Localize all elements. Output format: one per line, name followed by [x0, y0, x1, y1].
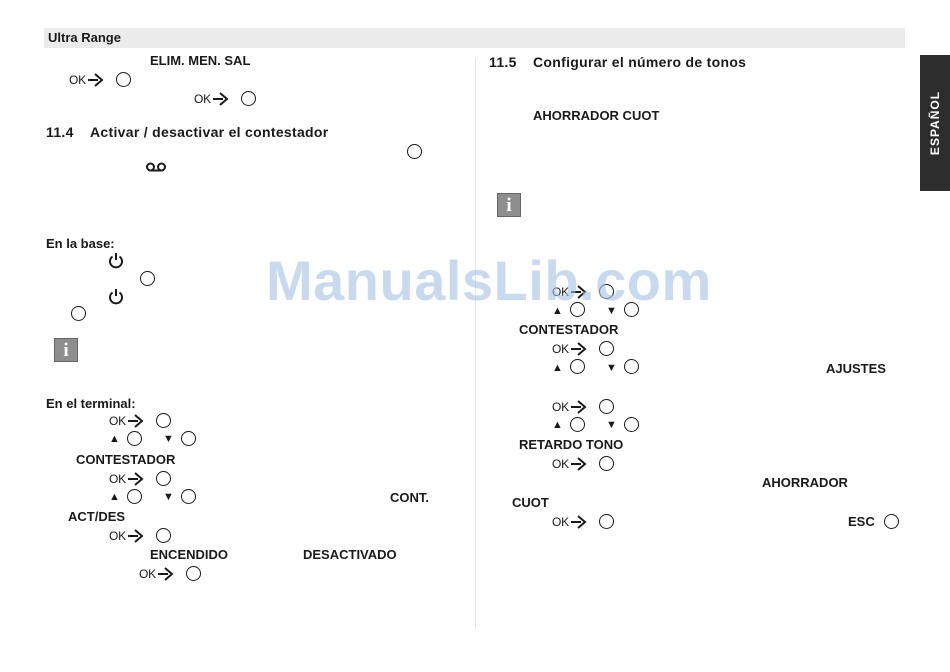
- ok-arrow-icon: [127, 414, 144, 428]
- down-triangle-icon: ▼: [606, 419, 617, 431]
- down-triangle-icon: ▼: [163, 491, 174, 503]
- ok-arrow-icon: [570, 457, 587, 471]
- softkey-circle-icon: [407, 144, 422, 159]
- softkey-circle-icon: [156, 413, 171, 428]
- ok-arrow-icon: [570, 515, 587, 529]
- softkey-circle-icon: [624, 359, 639, 374]
- info-icon: i: [497, 193, 521, 217]
- power-icon: [109, 289, 123, 305]
- up-triangle-icon: ▲: [109, 491, 120, 503]
- up-triangle-icon: ▲: [552, 362, 563, 374]
- softkey-circle-icon: [156, 471, 171, 486]
- menu-contestador: CONTESTADOR: [76, 452, 176, 467]
- ok-arrow-icon: [127, 472, 144, 486]
- voicemail-icon: [146, 162, 166, 172]
- running-header: Ultra Range: [48, 30, 121, 45]
- softkey-circle-icon: [570, 359, 585, 374]
- softkey-circle-icon: [599, 341, 614, 356]
- menu-path-elim-men-sal: ELIM. MEN. SAL: [150, 53, 251, 68]
- softkey-circle-icon: [624, 302, 639, 317]
- down-triangle-icon: ▼: [606, 305, 617, 317]
- language-tab-label: ESPAÑOL: [928, 90, 942, 156]
- option-encendido: ENCENDIDO: [150, 547, 229, 562]
- ok-arrow-icon: [127, 529, 144, 543]
- softkey-circle-icon: [599, 284, 614, 299]
- up-triangle-icon: ▲: [552, 419, 563, 431]
- power-icon: [109, 253, 123, 269]
- menu-contestador: CONTESTADOR: [519, 322, 619, 337]
- softkey-circle-icon: [241, 91, 256, 106]
- language-tab: ESPAÑOL: [920, 55, 950, 191]
- softkey-circle-icon: [127, 489, 142, 504]
- menu-act-des: ACT/DES: [68, 509, 126, 524]
- ok-key: OK: [552, 399, 588, 415]
- softkey-circle-icon: [599, 456, 614, 471]
- option-desactivado: DESACTIVADO: [303, 547, 397, 562]
- ok-arrow-icon: [570, 342, 587, 356]
- ok-arrow-icon: [570, 400, 587, 414]
- option-cuot: CUOT: [512, 495, 549, 510]
- menu-retardo-tono: RETARDO TONO: [519, 437, 624, 452]
- option-ahorrador: AHORRADOR: [762, 475, 848, 490]
- softkey-circle-icon: [71, 306, 86, 321]
- softkey-circle-icon: [186, 566, 201, 581]
- ok-key: OK: [552, 514, 588, 530]
- up-triangle-icon: ▲: [552, 305, 563, 317]
- softkey-circle-icon: [127, 431, 142, 446]
- softkey-circle-icon: [570, 302, 585, 317]
- ok-arrow-icon: [212, 92, 229, 106]
- ok-key: OK: [69, 72, 105, 88]
- softkey-circle-icon: [884, 514, 899, 529]
- ok-key: OK: [194, 91, 230, 107]
- menu-cont: CONT.: [390, 490, 429, 505]
- base-heading: En la base:: [46, 236, 115, 251]
- softkey-circle-icon: [181, 431, 196, 446]
- down-triangle-icon: ▼: [163, 433, 174, 445]
- softkey-circle-icon: [156, 528, 171, 543]
- ok-key: OK: [552, 284, 588, 300]
- ok-arrow-icon: [87, 73, 104, 87]
- softkey-circle-icon: [570, 417, 585, 432]
- info-icon: i: [54, 338, 78, 362]
- ok-arrow-icon: [157, 567, 174, 581]
- down-triangle-icon: ▼: [606, 362, 617, 374]
- ok-key: OK: [552, 341, 588, 357]
- header-band: [44, 28, 905, 48]
- softkey-circle-icon: [599, 514, 614, 529]
- watermark: ManualsLib.com: [266, 249, 712, 312]
- ok-key: OK: [109, 528, 145, 544]
- key-esc: ESC: [848, 514, 875, 529]
- ok-key: OK: [109, 471, 145, 487]
- ok-key: OK: [109, 413, 145, 429]
- terminal-heading: En el terminal:: [46, 396, 136, 411]
- ok-key: OK: [552, 456, 588, 472]
- softkey-circle-icon: [181, 489, 196, 504]
- softkey-circle-icon: [116, 72, 131, 87]
- softkey-circle-icon: [624, 417, 639, 432]
- menu-ajustes: AJUSTES: [826, 361, 886, 376]
- softkey-circle-icon: [140, 271, 155, 286]
- softkey-circle-icon: [599, 399, 614, 414]
- ok-key: OK: [139, 566, 175, 582]
- up-triangle-icon: ▲: [109, 433, 120, 445]
- ahorrador-cuot-label: AHORRADOR CUOT: [533, 108, 660, 123]
- ok-arrow-icon: [570, 285, 587, 299]
- column-divider: [475, 58, 476, 628]
